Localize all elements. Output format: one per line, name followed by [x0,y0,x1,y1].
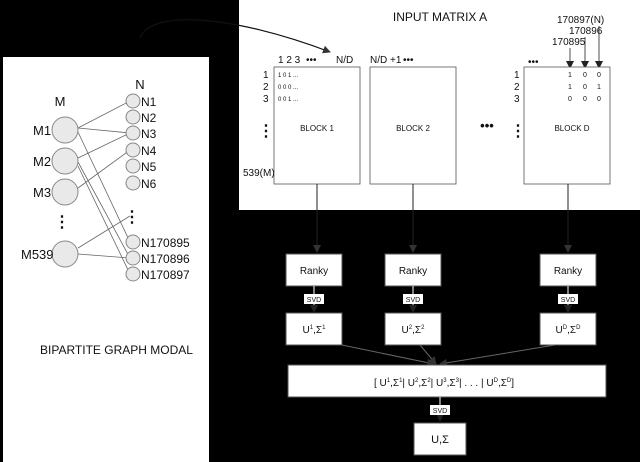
curved-arrow [139,19,331,54]
u-sigma-label-1: U1,Σ1 [303,325,327,336]
m-label-2: M2 [33,154,51,169]
u-sigma-label-2: U2,Σ2 [402,325,426,336]
row-label-3: 3 [263,94,269,105]
svd-tag-1 [304,294,324,304]
arrow-ud-combined [439,344,556,367]
n-label-4: N4 [141,144,157,158]
svg-text:1: 1 [597,84,601,91]
blockd-row-label-3: 3 [514,94,520,105]
m-label-539: M539 [21,247,54,262]
m-label-3: M3 [33,185,51,200]
nd-label: N/D [336,55,353,66]
block1-label: BLOCK 1 [300,124,334,133]
ranky-label-d: Ranky [554,266,582,277]
n-label-3: N3 [141,127,157,141]
matrix-title: INPUT MATRIX A [393,10,487,24]
col-label-170895: 170895 [552,37,586,48]
svg-text:0: 0 [583,96,587,103]
blockd-vdots: ⋮ [510,123,526,140]
n-label-6: N6 [141,177,157,191]
col-label-170896: 170896 [569,26,603,37]
arrow-u2-combined [419,344,437,365]
u-sigma-box-1 [285,312,343,346]
ranky-label-2: Ranky [399,266,427,277]
n-header: N [135,77,144,92]
n-label-170897: N170897 [141,268,190,282]
bipartite-edges [77,100,131,275]
combined-box [287,364,607,398]
svg-text:0: 0 [597,72,601,79]
svd-label-2: SVD [406,297,420,304]
bipartite-caption: BIPARTITE GRAPH MODAL [40,343,193,357]
blockd-row-label-1: 1 [514,70,520,81]
between-blocks-dots: ••• [480,118,494,133]
u-sigma-box-d [539,312,597,346]
svg-text:0: 0 [597,96,601,103]
nd-plus-label: N/D +1 [370,55,402,66]
row-label-2: 2 [263,82,269,93]
row-label-1: 1 [263,70,269,81]
blockd-dots: ••• [528,57,539,68]
n-nodes [125,93,141,282]
ranky-box-d [539,253,597,287]
ranky-box-1 [285,253,343,287]
blockd-label: BLOCK D [554,124,589,133]
svd-label-1: SVD [307,297,321,304]
ranky-label-1: Ranky [300,266,328,277]
u-sigma-label-d: UD,ΣD [556,325,582,336]
arrow-u1-combined [341,344,435,367]
svd-tag-final [430,405,450,415]
m-node-3 [51,178,79,206]
m-header: M [55,94,66,109]
blockd-values: 1 0 0 1 0 1 0 0 0 [568,72,601,103]
svg-text:1: 1 [568,84,572,91]
n-label-5: N5 [141,160,157,174]
u-sigma-box-2 [384,312,442,346]
m-label-1: M1 [33,123,51,138]
final-label: U,Σ [431,434,449,446]
n-label-170895: N170895 [141,236,190,250]
ranky-box-2 [384,253,442,287]
block1-row-3: 0 0 1 ... [278,97,298,103]
svd-tag-2 [403,294,423,304]
combined-label: [ U1,Σ1| U2,Σ2| U3,Σ3| . . . | UD,ΣD] [374,378,514,389]
n-label-1: N1 [141,95,157,109]
svd-label-final: SVD [433,408,447,415]
m-node-1 [51,116,79,144]
svd-label-d: SVD [561,297,575,304]
svg-text:0: 0 [568,96,572,103]
m-node-539 [51,240,79,268]
m-node-2 [51,147,79,175]
block-2 [369,66,457,185]
block1-dots: ••• [306,55,317,66]
block1-row-1: 1 0 1 ... [278,73,298,79]
block2-label: BLOCK 2 [396,124,430,133]
svg-text:0: 0 [583,84,587,91]
blockd-row-label-2: 2 [514,82,520,93]
svd-tag-d [558,294,578,304]
block1-vdots: ⋮ [258,123,274,140]
block2-dots: ••• [403,55,414,66]
svg-text:0: 0 [583,72,587,79]
block-d [523,66,611,185]
n-ellipsis: ⋮ [124,209,140,226]
rows-label: 539(M) [243,168,275,179]
block-1 [273,66,361,185]
block1-col-labels: 1 2 3 [278,55,301,66]
n-label-2: N2 [141,111,157,125]
col-label-170897: 170897(N) [557,15,604,26]
block1-row-2: 0 0 0 ... [278,85,298,91]
m-ellipsis: ⋮ [54,214,70,231]
bipartite-panel [3,57,209,462]
n-label-170896: N170896 [141,252,190,266]
final-box [413,422,467,456]
svg-text:1: 1 [568,72,572,79]
